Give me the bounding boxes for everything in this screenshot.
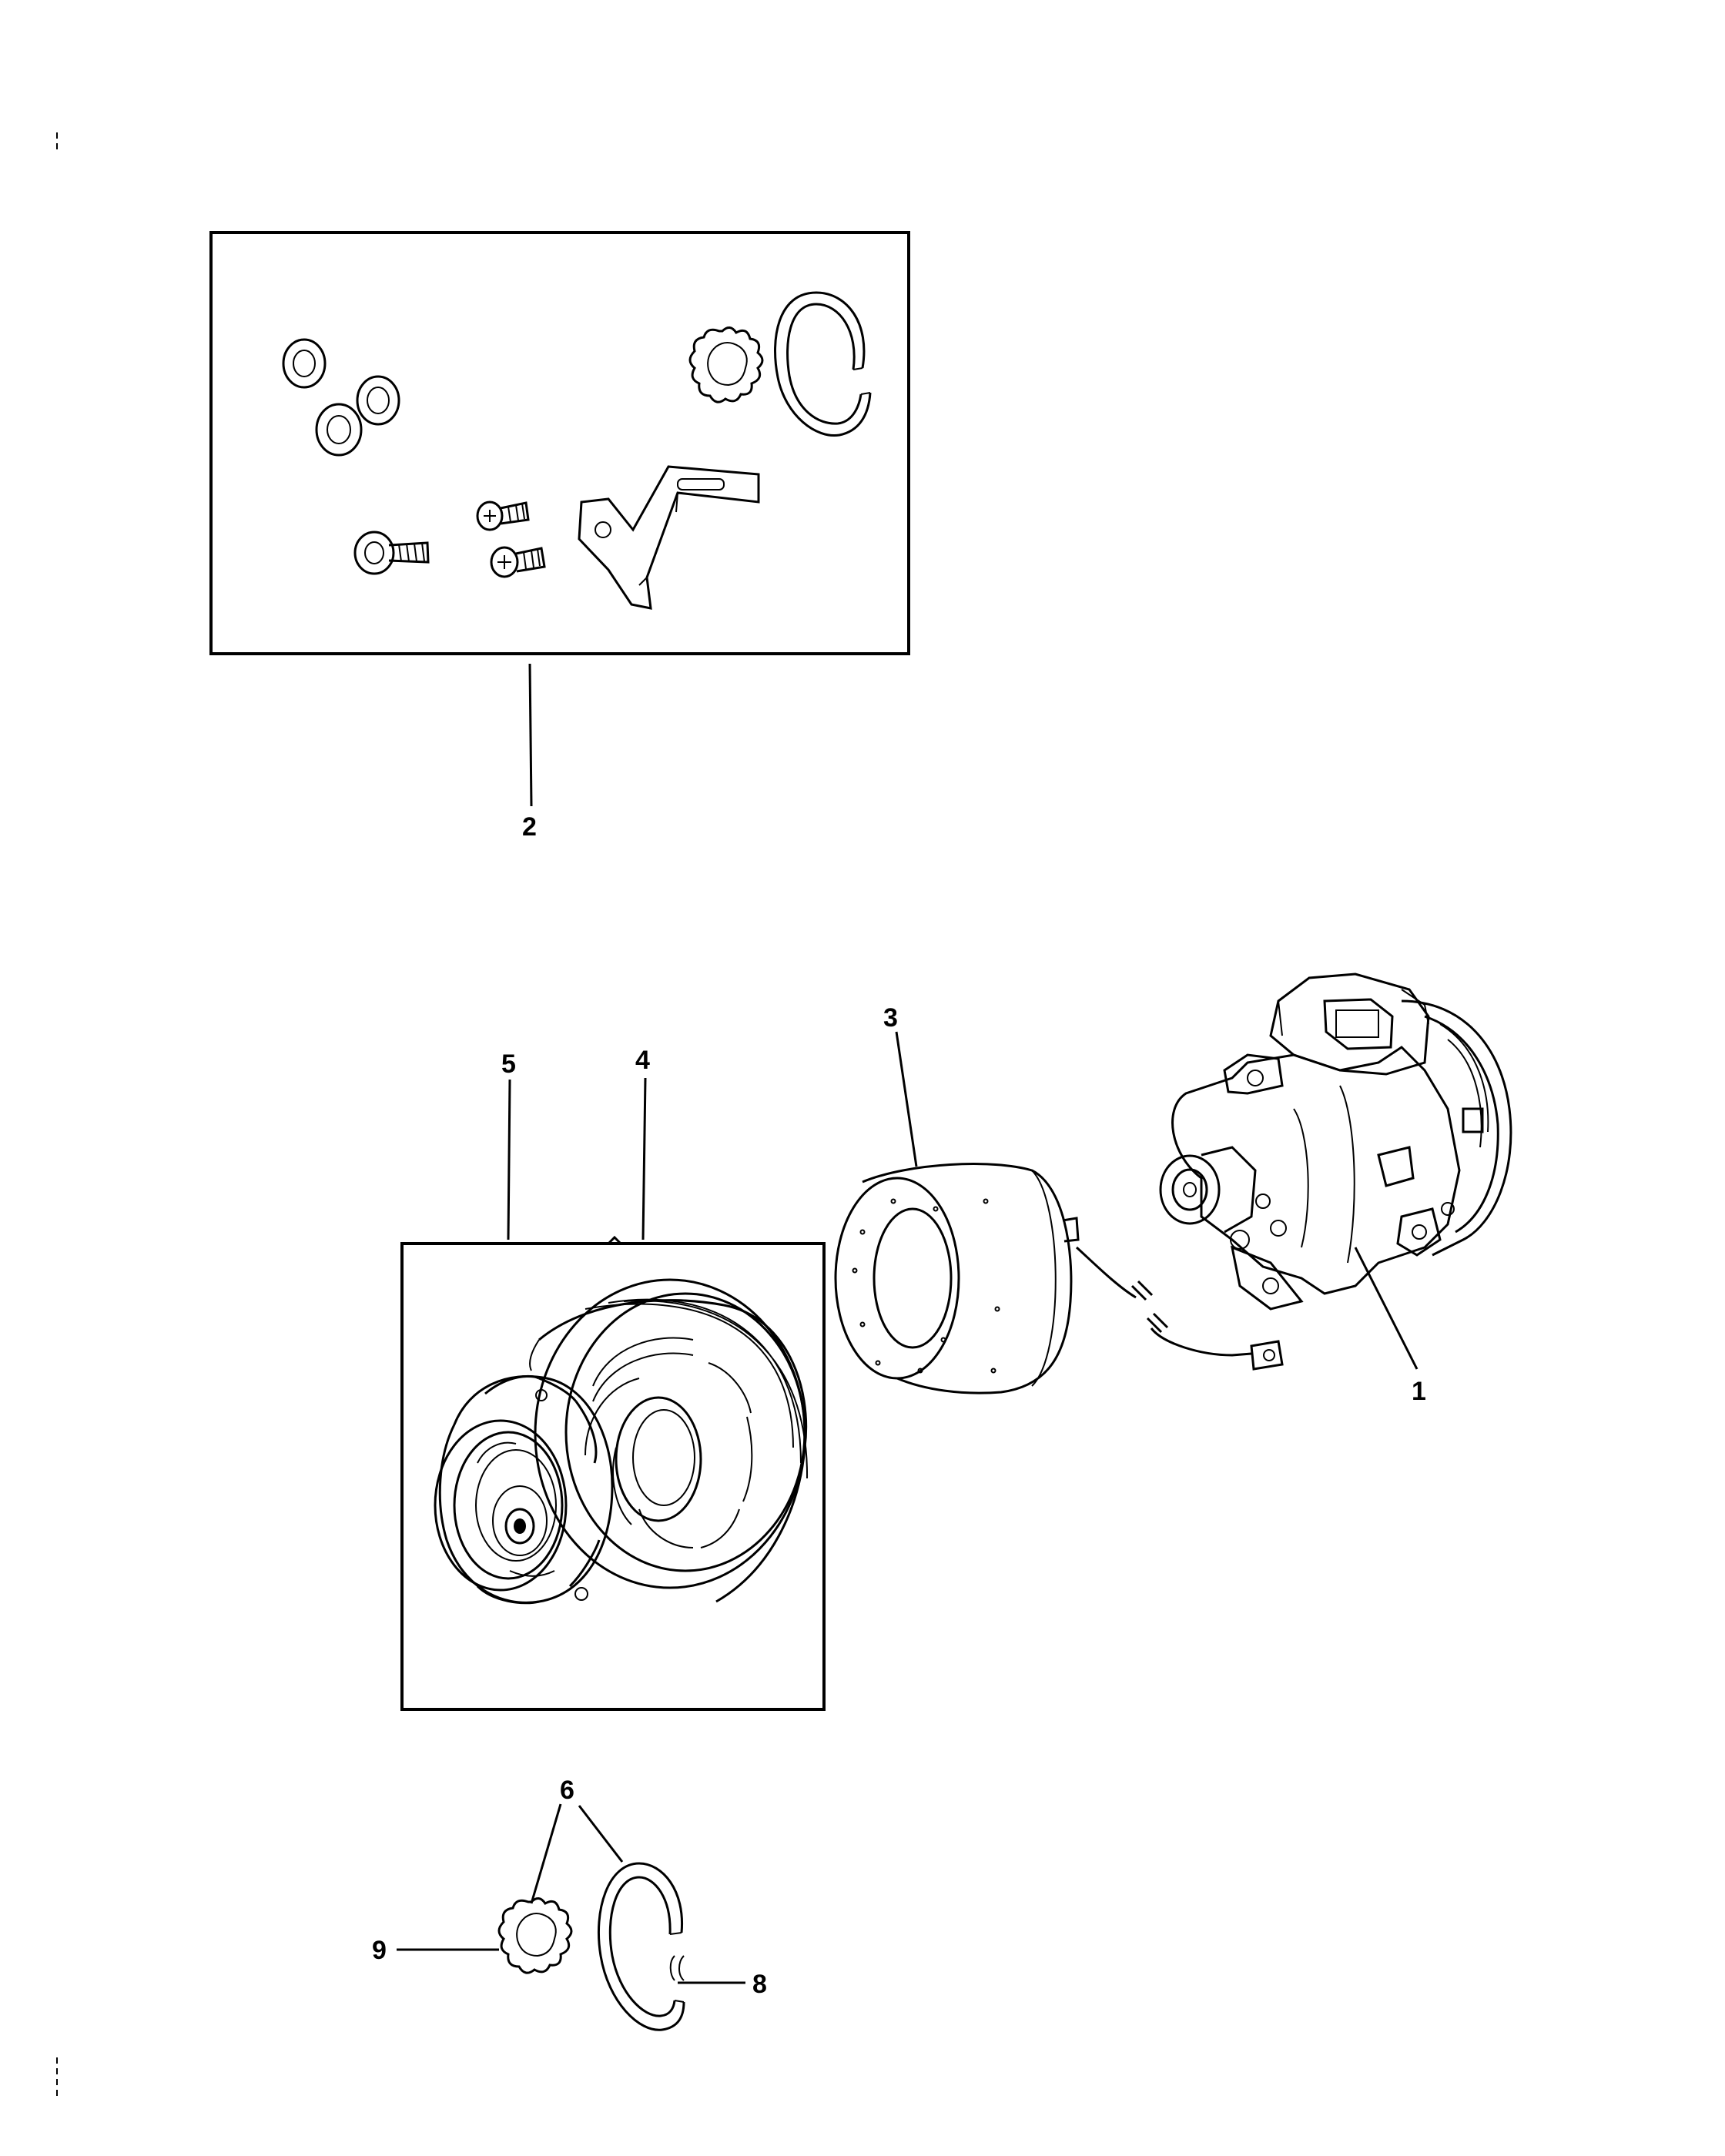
callout-3: 3 <box>883 1003 898 1033</box>
hardware-kit-group <box>209 231 910 655</box>
callout-8: 8 <box>752 1970 767 1999</box>
washer-2 <box>356 375 400 426</box>
callout-5: 5 <box>501 1050 516 1079</box>
washer-1 <box>282 338 327 389</box>
washer-3 <box>315 403 363 457</box>
compressor <box>1159 973 1512 1311</box>
box-notch <box>607 1235 622 1245</box>
wavy-shim-loose <box>497 1897 573 1974</box>
callout-1: 1 <box>1412 1377 1426 1406</box>
clutch-kit-box <box>400 1242 826 1711</box>
leader-1 <box>1354 1247 1419 1370</box>
leader-4 <box>641 1077 647 1240</box>
pulley <box>529 1278 809 1603</box>
screw-1 <box>476 500 530 531</box>
callout-9: 9 <box>372 1936 387 1965</box>
snap-ring-kit <box>774 291 872 437</box>
leader-2 <box>528 663 533 807</box>
coil-connector <box>1250 1340 1284 1371</box>
pressure-plate <box>434 1374 614 1605</box>
field-coil <box>834 1163 1284 1394</box>
callout-4: 4 <box>635 1046 650 1075</box>
clutch-kit-group <box>400 1242 826 1711</box>
coil-wire <box>1075 1246 1137 1299</box>
leader-3 <box>895 1031 918 1167</box>
mounting-bracket <box>578 465 760 610</box>
snap-ring <box>597 1862 685 2031</box>
leader-6a <box>530 1803 562 1904</box>
screw-2 <box>490 546 546 578</box>
flange-bolt <box>353 531 430 575</box>
leader-5 <box>507 1079 511 1240</box>
hardware-kit-box <box>209 231 910 655</box>
wavy-shim-inner <box>707 342 748 387</box>
leader-6b <box>578 1805 624 1863</box>
callout-2: 2 <box>522 812 537 842</box>
callout-6: 6 <box>560 1776 574 1805</box>
wavy-shim <box>688 326 764 403</box>
